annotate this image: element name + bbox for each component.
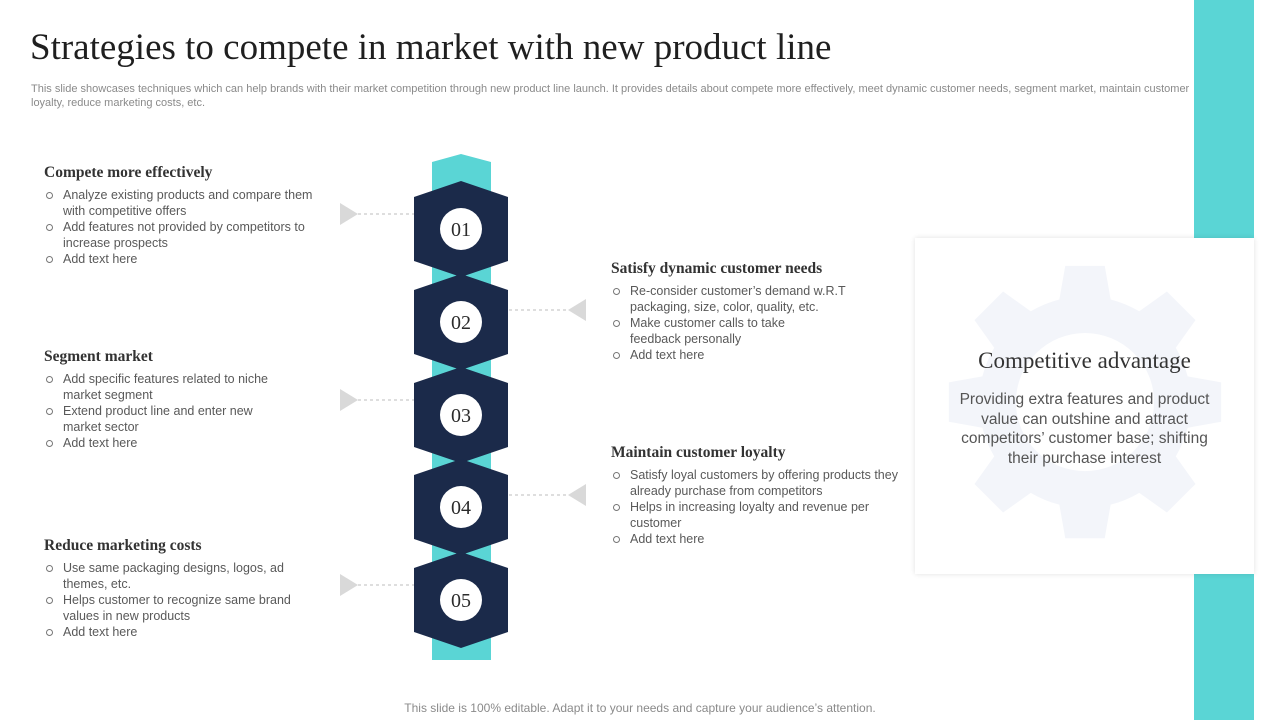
step-number: 01 <box>451 219 471 241</box>
connector-arrow-icon <box>340 574 358 596</box>
strategy-block-satisfy: Satisfy dynamic customer needs Re-consid… <box>611 260 911 363</box>
card-title: Competitive advantage <box>978 348 1191 373</box>
strategy-block-reduce: Reduce marketing costs Use same packagin… <box>44 537 344 640</box>
strategy-title: Satisfy dynamic customer needs <box>611 260 823 277</box>
step-number-circle <box>440 208 482 250</box>
step-number-circle <box>440 301 482 343</box>
connector-arrow-icon <box>340 203 358 225</box>
step-number: 05 <box>451 590 471 612</box>
strategy-bullet: Analyze existing products and compare th… <box>44 187 324 219</box>
strategy-bullet: Add text here <box>611 531 901 547</box>
connector-arrow-icon <box>340 389 358 411</box>
strategy-bullet: Add text here <box>44 251 324 267</box>
footer-note: This slide is 100% editable. Adapt it to… <box>404 701 876 715</box>
strategy-title: Segment market <box>44 348 153 365</box>
page-title: Strategies to compete in market with new… <box>30 27 832 68</box>
strategy-bullet: Add text here <box>611 347 876 363</box>
step-number-circle <box>440 486 482 528</box>
strategy-title: Compete more effectively <box>44 164 213 181</box>
strategy-bullet: Add text here <box>44 435 294 451</box>
strategy-bullet: Extend product line and enter new market… <box>44 403 294 435</box>
strategy-title: Maintain customer loyalty <box>611 444 786 461</box>
strategy-block-loyalty: Maintain customer loyalty Satisfy loyal … <box>611 444 911 547</box>
strategy-block-segment: Segment market Add specific features rel… <box>44 348 344 451</box>
competitive-advantage-card: Competitive advantage Providing extra fe… <box>915 238 1254 574</box>
strategy-bullet: Helps in increasing loyalty and revenue … <box>611 499 890 531</box>
strategy-bullet: Make customer calls to take feedback per… <box>611 315 830 347</box>
strategy-bullet: Add features not provided by competitors… <box>44 219 324 251</box>
step-number: 03 <box>451 405 471 427</box>
connector-arrow-icon <box>568 484 586 506</box>
strategy-bullet: Satisfy loyal customers by offering prod… <box>611 467 901 499</box>
gear-icon <box>948 265 1222 539</box>
strategy-bullet: Helps customer to recognize same brand v… <box>44 592 314 624</box>
strategy-bullet: Add specific features related to niche m… <box>44 371 294 403</box>
card-text: Providing extra features and product val… <box>959 391 1210 467</box>
strategy-bullet: Re-consider customer’s demand w.R.T pack… <box>611 283 876 315</box>
step-number: 02 <box>451 312 471 334</box>
step-number: 04 <box>451 497 471 519</box>
page-subtitle: This slide showcases techniques which ca… <box>31 83 1190 109</box>
step-number-circle <box>440 394 482 436</box>
strategy-bullet: Use same packaging designs, logos, ad th… <box>44 560 298 592</box>
step-number-circle <box>440 579 482 621</box>
strategy-block-compete: Compete more effectively Analyze existin… <box>44 164 344 267</box>
strategy-title: Reduce marketing costs <box>44 537 202 554</box>
connector-arrow-icon <box>568 299 586 321</box>
strategy-bullet: Add text here <box>44 624 314 640</box>
